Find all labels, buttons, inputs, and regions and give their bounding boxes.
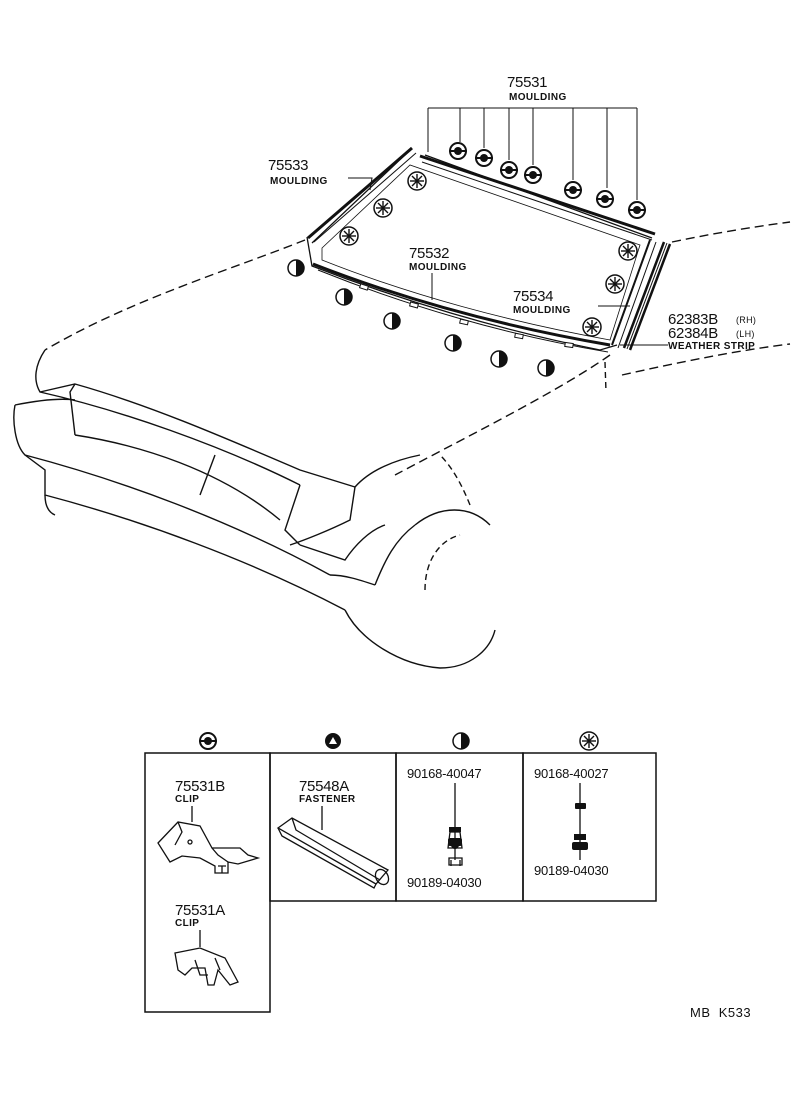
part-number-75533: 75533 (268, 157, 309, 174)
part-number-62384B: 62384B (668, 325, 718, 342)
part-name-75531B: CLIP (175, 794, 200, 805)
diagram-code: MB K533 (690, 1005, 752, 1020)
part-name-75532: MOULDING (409, 262, 467, 273)
side-lh: (LH) (736, 329, 755, 339)
part-number-75531A: 75531A (175, 902, 225, 919)
part-number-75548A: 75548A (299, 778, 349, 795)
part-name-75534: MOULDING (513, 305, 571, 316)
part-number-75534: 75534 (513, 288, 554, 305)
part-name-75531: MOULDING (509, 92, 567, 103)
side-rh: (RH) (736, 315, 757, 325)
clip-symbols (448, 142, 647, 219)
star-symbols (339, 171, 638, 337)
bolt-number-star: 90168-40027 (534, 766, 609, 781)
bolt-number-half-circle: 90168-40047 (407, 766, 482, 781)
part-number-62383B: 62383B (668, 311, 718, 328)
part-number-75531B: 75531B (175, 778, 225, 795)
nut-number-half-circle: 90189-04030 (407, 875, 482, 890)
part-number-75531: 75531 (507, 74, 548, 91)
part-name-fastener: FASTENER (299, 794, 356, 805)
part-name-75531A: CLIP (175, 918, 200, 929)
half-circle-symbols (287, 259, 555, 377)
nut-number-star: 90189-04030 (534, 863, 609, 878)
part-name-weather-strip: WEATHER STRIP (668, 341, 756, 352)
part-name-75533: MOULDING (270, 176, 328, 187)
part-number-75532: 75532 (409, 245, 450, 262)
